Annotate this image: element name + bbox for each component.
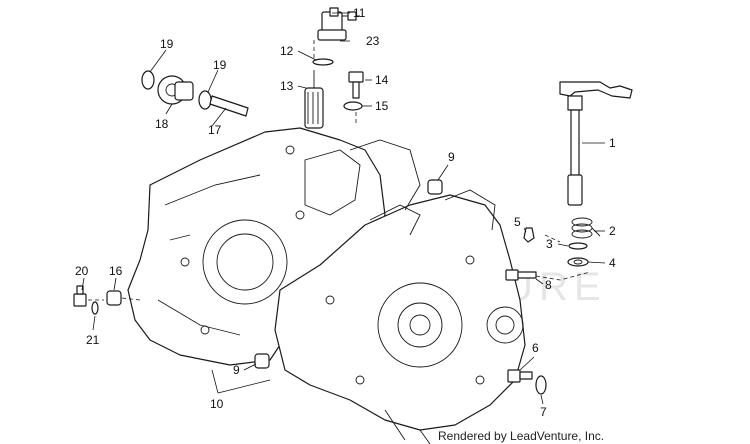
callout-23: 23 xyxy=(366,34,380,48)
callout-19-left: 19 xyxy=(160,37,174,51)
callout-13: 13 xyxy=(280,79,294,93)
dowel-pin-9-lower xyxy=(254,353,270,369)
shift-lever-1 xyxy=(559,81,633,206)
plug-16 xyxy=(106,290,122,306)
callout-2: 2 xyxy=(609,224,616,238)
callout-16: 16 xyxy=(109,264,123,278)
callout-9-upper: 9 xyxy=(448,150,455,164)
callout-17: 17 xyxy=(208,123,222,137)
callout-7: 7 xyxy=(540,405,547,419)
callout-9-lower: 9 xyxy=(233,363,240,377)
callout-21: 21 xyxy=(86,333,100,347)
bolt-14 xyxy=(348,71,364,99)
nut-4 xyxy=(567,257,589,267)
render-credit: Rendered by LeadVenture, Inc. xyxy=(438,429,604,443)
callout-8: 8 xyxy=(545,278,552,292)
callout-11: 11 xyxy=(353,6,366,20)
bolt-20 xyxy=(73,285,87,307)
callout-4: 4 xyxy=(609,256,616,270)
washer-3 xyxy=(568,242,588,250)
washer-19-left xyxy=(141,70,155,90)
callout-12: 12 xyxy=(280,44,294,58)
dowel-pin-9-upper xyxy=(427,179,443,195)
callout-18: 18 xyxy=(155,117,169,131)
spring-2 xyxy=(571,217,601,239)
gear-shaft-13 xyxy=(304,70,324,129)
gear-18 xyxy=(157,75,194,105)
callout-15: 15 xyxy=(375,99,389,113)
callout-10: 10 xyxy=(210,397,224,411)
callout-5: 5 xyxy=(514,215,521,229)
washer-21 xyxy=(91,301,99,315)
clip-5 xyxy=(523,227,535,243)
callout-1: 1 xyxy=(609,136,616,150)
drive-fitting xyxy=(317,7,360,41)
bolt-8 xyxy=(505,269,537,281)
left-crankcase-half xyxy=(127,127,386,366)
callout-20: 20 xyxy=(75,264,89,278)
bolt-6 xyxy=(507,369,533,383)
pin-17 xyxy=(209,95,249,117)
o-ring-12 xyxy=(312,58,334,66)
callout-6: 6 xyxy=(532,341,539,355)
callout-3: 3 xyxy=(546,237,553,251)
right-crankcase-half xyxy=(274,139,526,444)
callout-14: 14 xyxy=(375,73,389,87)
washer-7 xyxy=(535,375,547,395)
washer-19-right xyxy=(198,90,212,110)
callout-19-right: 19 xyxy=(213,58,227,72)
washer-15 xyxy=(343,101,363,111)
